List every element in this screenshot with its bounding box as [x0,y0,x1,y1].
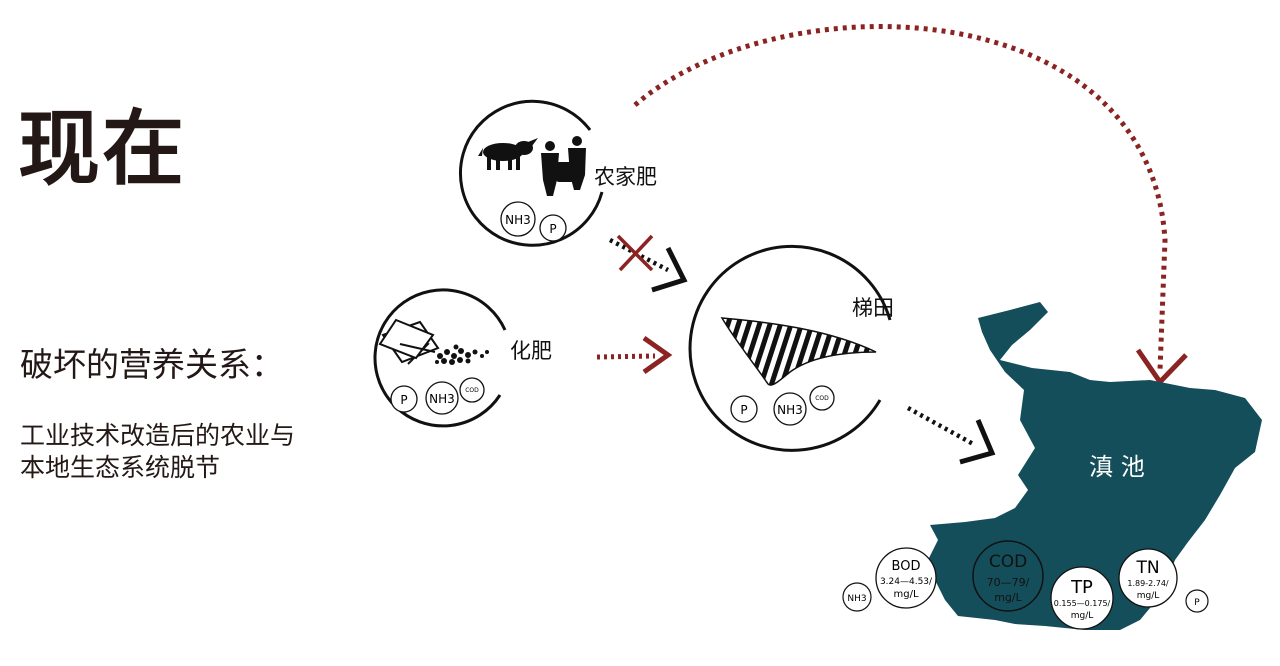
description-line-1: 工业技术改造后的农业与 [20,421,296,450]
bull-icon [478,138,538,170]
terrace-field-icon [720,317,877,386]
fertilizer-bags-icon [378,318,440,365]
pollutant-tp-unit: mg/L [1071,611,1094,621]
arrowhead-manure-to-terrace [651,246,688,293]
manure-tag-p: P [549,222,556,236]
fertilizer-label: 化肥 [510,339,552,363]
description: 工业技术改造后的农业与 本地生态系统脱节 [20,420,295,484]
pollutant-cod: COD 70—79/ mg/L [972,540,1044,612]
pollutant-cod-unit: mg/L [994,591,1022,604]
pollutant-cod-name: COD [989,552,1027,572]
terrace-label: 梯田 [852,296,894,320]
pollutant-p: P [1185,589,1209,613]
pollutant-tn-range: 1.89-2.74/ [1127,579,1169,588]
pollutant-bod: BOD 3.24—4.53/ mg/L [875,547,937,609]
fertilizer-tag-nh3: NH3 [429,392,455,406]
arc-arrow-manure-to-lake [633,24,1168,371]
pollutant-bod-unit: mg/L [893,589,918,600]
lake-label: 滇 池 [1089,453,1145,481]
pollutant-tn-name: TN [1135,558,1159,578]
fertilizer-tags: P NH3 COD [390,377,485,415]
pollutant-bod-range: 3.24—4.53/ [880,577,933,587]
pollutant-tn: TN 1.89-2.74/ mg/L [1118,548,1178,608]
farmers-icon [541,136,586,196]
page-title: 现在 [18,102,187,197]
arrowhead-fertilizer-to-terrace [642,335,673,375]
pollutant-tp: TP 0.155—0.175/ mg/L [1050,566,1114,630]
subtitle: 破坏的营养关系： [20,345,284,384]
lake-shape [928,302,1262,630]
pollutant-p-name: P [1194,598,1200,608]
terrace-tags: P NH3 COD [730,385,835,426]
pollutant-bod-name: BOD [892,559,921,574]
fertilizer-circle [373,288,507,428]
terrace-tag-p: P [740,403,747,417]
terrace-circle [688,244,892,452]
manure-tag-nh3: NH3 [505,213,531,227]
pollutant-tn-unit: mg/L [1137,591,1160,601]
pollutant-cod-range: 70—79/ [987,576,1030,589]
terrace-tag-cod: COD [815,395,829,402]
pollutant-tp-name: TP [1070,577,1093,598]
pollutant-nh3: NH3 [842,582,872,612]
description-line-2: 本地生态系统脱节 [20,453,221,482]
pollutant-tp-range: 0.155—0.175/ [1054,599,1111,608]
arrow-fertilizer-to-terrace [596,353,656,360]
manure-label: 农家肥 [594,165,657,189]
terrace-tag-nh3: NH3 [777,403,803,417]
fertilizer-tag-p: P [400,393,407,407]
manure-circle [459,99,604,247]
fertilizer-tag-cod: COD [465,387,479,394]
arrowhead-terrace-to-lake [959,419,996,465]
manure-tags: NH3 P [500,201,567,242]
pollutant-nh3-name: NH3 [847,594,866,604]
arrow-terrace-to-lake [906,406,977,447]
cross-mark-icon [616,234,654,272]
fertilizer-pellets-icon [435,344,489,365]
